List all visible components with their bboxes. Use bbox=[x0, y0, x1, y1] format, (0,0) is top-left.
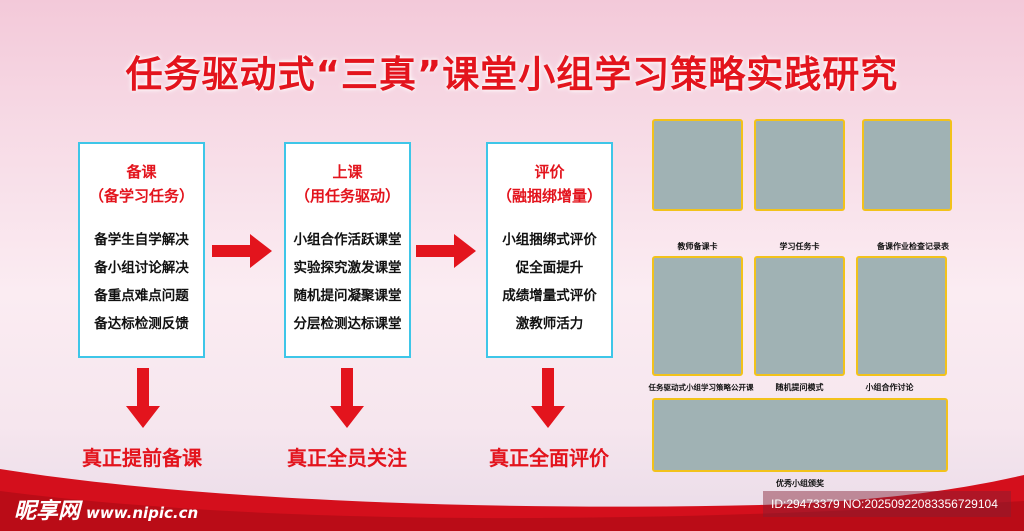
down-arrow-icon bbox=[531, 368, 565, 428]
photo-caption: 优秀小组颁奖 bbox=[776, 479, 824, 488]
column-teach: 上课 （用任务驱动） 小组合作活跃课堂实验探究激发课堂随机提问凝聚课堂分层检测达… bbox=[284, 142, 411, 358]
page-title: 任务驱动式“三真”课堂小组学习策略实践研究 bbox=[125, 53, 899, 96]
photo-placeholder bbox=[856, 256, 947, 376]
list-item: 随机提问凝聚课堂 bbox=[293, 288, 402, 304]
list-item: 备学生自学解决 bbox=[94, 232, 189, 248]
photo-caption: 随机提问模式 bbox=[775, 383, 824, 392]
red-ribbon-decoration bbox=[0, 469, 1024, 531]
column-heading: 上课 bbox=[332, 163, 363, 181]
list-item: 成绩增量式评价 bbox=[502, 288, 597, 304]
watermark-logo: 昵享网 www.nipic.cn bbox=[14, 493, 198, 525]
photo-placeholder bbox=[754, 119, 845, 211]
column-subheading: （融捆绑增量） bbox=[496, 187, 602, 205]
column-evaluate: 评价 （融捆绑增量） 小组捆绑式评价促全面提升成绩增量式评价激教师活力 bbox=[486, 142, 613, 358]
photo-placeholder bbox=[652, 256, 743, 376]
photo-placeholder bbox=[652, 398, 948, 472]
right-arrow-icon bbox=[416, 234, 476, 268]
column-subheading: （用任务驱动） bbox=[294, 187, 400, 205]
result-text: 真正全员关注 bbox=[287, 446, 407, 470]
list-item: 激教师活力 bbox=[515, 316, 584, 332]
column-heading: 备课 bbox=[126, 163, 157, 181]
list-item: 备重点难点问题 bbox=[94, 288, 189, 304]
column-subheading: （备学习任务） bbox=[88, 187, 194, 205]
photo-caption: 小组合作讨论 bbox=[865, 383, 914, 392]
list-item: 实验探究激发课堂 bbox=[293, 260, 402, 276]
list-item: 小组捆绑式评价 bbox=[502, 232, 597, 248]
photo-caption: 备课作业检查记录表 bbox=[877, 242, 949, 251]
result-text: 真正全面评价 bbox=[489, 446, 609, 470]
right-arrow-icon bbox=[212, 234, 272, 268]
photo-caption: 学习任务卡 bbox=[779, 242, 820, 251]
list-item: 备小组讨论解决 bbox=[94, 260, 189, 276]
watermark-id: ID:29473379 NO:20250922083356729104 bbox=[763, 491, 1011, 517]
photo-caption: 教师备课卡 bbox=[677, 242, 718, 251]
down-arrow-icon bbox=[330, 368, 364, 428]
down-arrow-icon bbox=[126, 368, 160, 428]
watermark-brand: 昵享网 bbox=[14, 499, 81, 524]
photo-placeholder bbox=[862, 119, 952, 211]
list-item: 备达标检测反馈 bbox=[94, 316, 189, 332]
result-text: 真正提前备课 bbox=[82, 446, 202, 470]
list-item: 促全面提升 bbox=[515, 260, 584, 276]
photo-placeholder bbox=[652, 119, 743, 211]
column-heading: 评价 bbox=[534, 163, 565, 181]
photo-caption: 任务驱动式小组学习策略公开课 bbox=[648, 383, 754, 392]
watermark-url: www.nipic.cn bbox=[86, 504, 199, 522]
photo-placeholder bbox=[754, 256, 845, 376]
column-prepare: 备课 （备学习任务） 备学生自学解决备小组讨论解决备重点难点问题备达标检测反馈 bbox=[78, 142, 205, 358]
list-item: 小组合作活跃课堂 bbox=[293, 232, 402, 248]
list-item: 分层检测达标课堂 bbox=[293, 316, 402, 332]
